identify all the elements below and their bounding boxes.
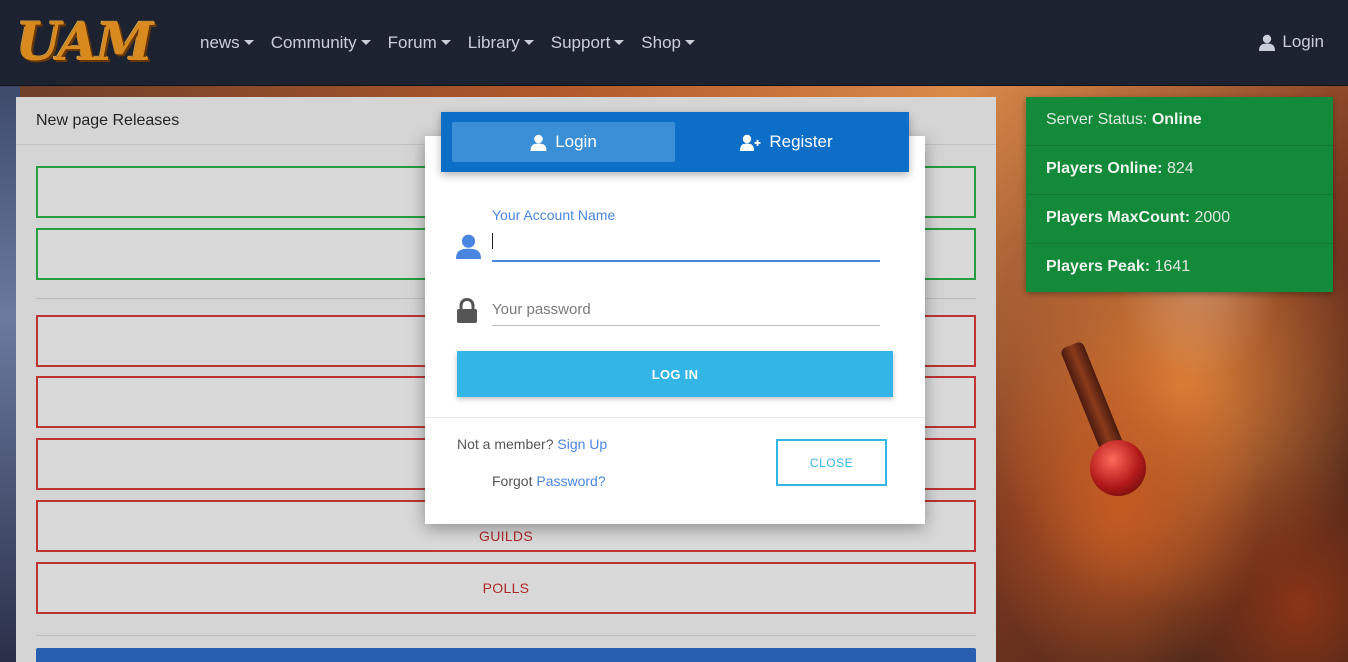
nav-item-label: Support xyxy=(550,32,611,52)
nav-item-label: news xyxy=(200,32,240,52)
row-label: POLLS xyxy=(482,580,530,596)
close-button[interactable]: CLOSE xyxy=(776,439,887,486)
nav-item-forum[interactable]: Forum xyxy=(388,33,451,53)
text-cursor xyxy=(492,233,493,249)
password-input[interactable] xyxy=(492,294,880,326)
players-peak-row: Players Peak: 1641 xyxy=(1026,244,1333,293)
background-orb xyxy=(1090,440,1146,496)
nav-item-label: Library xyxy=(467,32,520,52)
players-maxcount-row: Players MaxCount: 2000 xyxy=(1026,195,1333,244)
nav-login-label: Login xyxy=(1282,32,1324,51)
login-register-tabs: Login Register xyxy=(441,112,909,172)
caret-down-icon xyxy=(685,40,695,45)
nav-item-label: Community xyxy=(270,32,357,52)
modal-footer-divider xyxy=(425,417,925,418)
row-label: GUILDS xyxy=(479,528,533,544)
account-name-input[interactable] xyxy=(492,228,880,262)
nav-item-news[interactable]: news xyxy=(200,33,254,53)
nav-item-label: Shop xyxy=(641,32,681,52)
lock-icon xyxy=(457,298,477,323)
nav-item-community[interactable]: Community xyxy=(271,33,371,53)
release-row-polls[interactable]: POLLS xyxy=(36,562,976,614)
tab-register[interactable]: Register xyxy=(675,122,898,162)
caret-down-icon xyxy=(440,40,451,45)
user-icon xyxy=(530,134,547,151)
forgot-password-line: Forgot Password? xyxy=(492,473,606,489)
blue-action-bar[interactable] xyxy=(36,648,976,662)
nav-item-support[interactable]: Support xyxy=(551,33,625,53)
sign-up-link[interactable]: Sign Up xyxy=(557,436,608,452)
nav-item-library[interactable]: Library xyxy=(468,33,534,53)
forgot-password-link[interactable]: Password? xyxy=(536,473,606,489)
players-peak-label: Players Peak: xyxy=(1046,258,1151,275)
user-icon xyxy=(1259,34,1276,51)
server-status-row: Server Status: Online xyxy=(1026,97,1333,146)
players-online-value: 824 xyxy=(1166,160,1194,177)
caret-down-icon xyxy=(360,40,371,45)
panel-divider xyxy=(36,635,976,636)
forgot-text: Forgot xyxy=(492,473,533,489)
players-online-label: Players Online: xyxy=(1046,160,1163,177)
account-name-label: Your Account Name xyxy=(492,207,616,223)
not-member-text: Not a member? xyxy=(457,436,554,452)
user-plus-icon xyxy=(740,134,761,151)
status-label: Server Status: xyxy=(1046,111,1148,128)
players-maxcount-label: Players MaxCount: xyxy=(1046,209,1191,226)
players-online-row: Players Online: 824 xyxy=(1026,146,1333,195)
nav-item-label: Forum xyxy=(387,32,437,52)
nav-login-link[interactable]: Login xyxy=(1259,32,1324,52)
account-user-icon xyxy=(456,234,481,259)
tab-register-label: Register xyxy=(769,132,833,151)
site-logo[interactable]: UAM xyxy=(16,12,176,73)
caret-down-icon xyxy=(523,40,534,45)
nav-item-shop[interactable]: Shop xyxy=(641,33,695,53)
server-status-panel: Server Status: Online Players Online: 82… xyxy=(1026,97,1333,292)
tab-login[interactable]: Login xyxy=(452,122,675,162)
status-value: Online xyxy=(1151,111,1202,128)
log-in-button[interactable]: LOG IN xyxy=(457,351,893,397)
caret-down-icon xyxy=(614,40,625,45)
top-navbar: UAM news Community Forum Library Support… xyxy=(0,0,1348,86)
caret-down-icon xyxy=(243,40,254,45)
nav-menu: news Community Forum Library Support Sho… xyxy=(200,33,712,53)
players-maxcount-value: 2000 xyxy=(1194,209,1231,226)
not-member-line: Not a member? Sign Up xyxy=(457,436,607,452)
logo-text: UAM xyxy=(16,12,154,73)
players-peak-value: 1641 xyxy=(1154,258,1191,275)
tab-login-label: Login xyxy=(555,132,597,151)
background-left-strip xyxy=(0,86,20,662)
